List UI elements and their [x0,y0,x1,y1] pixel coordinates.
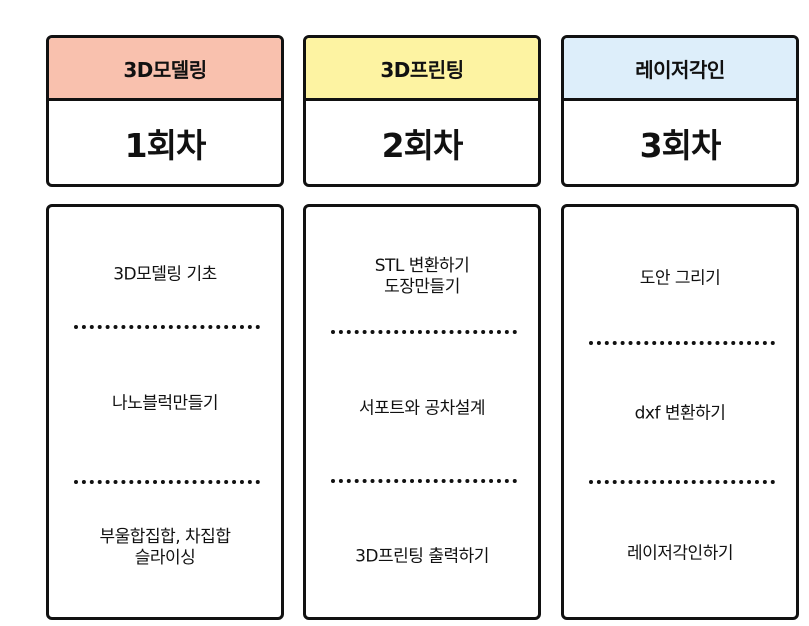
dotted-divider [331,330,517,334]
curriculum-item: 서포트와 공차설계 [358,398,486,419]
session-header-card: 레이저각인 3회차 [561,35,799,187]
topic-label: 레이저각인 [564,38,796,101]
topic-label: 3D모델링 [49,38,281,101]
dotted-divider [331,479,517,483]
dotted-divider [589,341,775,345]
curriculum-card: 도안 그리기 dxf 변환하기 레이저각인하기 [561,204,799,620]
dotted-divider [74,325,260,329]
curriculum-item: 3D모델링 기초 [113,264,217,285]
session-label: 1회차 [124,125,207,165]
session-label: 2회차 [381,125,464,165]
topic-label: 3D프린팅 [306,38,538,101]
session-header-card: 3D모델링 1회차 [46,35,284,187]
curriculum-item: 3D프린팅 출력하기 [355,546,489,567]
schedule-column-3: 레이저각인 3회차 도안 그리기 dxf 변환하기 레이저각인하기 [561,0,799,626]
session-label: 3회차 [639,125,722,165]
curriculum-item: dxf 변환하기 [634,403,726,424]
curriculum-item: 레이저각인하기 [627,543,733,564]
curriculum-item: 나노블럭만들기 [112,393,218,414]
session-header-card: 3D프린팅 2회차 [303,35,541,187]
dotted-divider [589,480,775,484]
dotted-divider [74,480,260,484]
curriculum-item: 도안 그리기 [639,268,721,289]
